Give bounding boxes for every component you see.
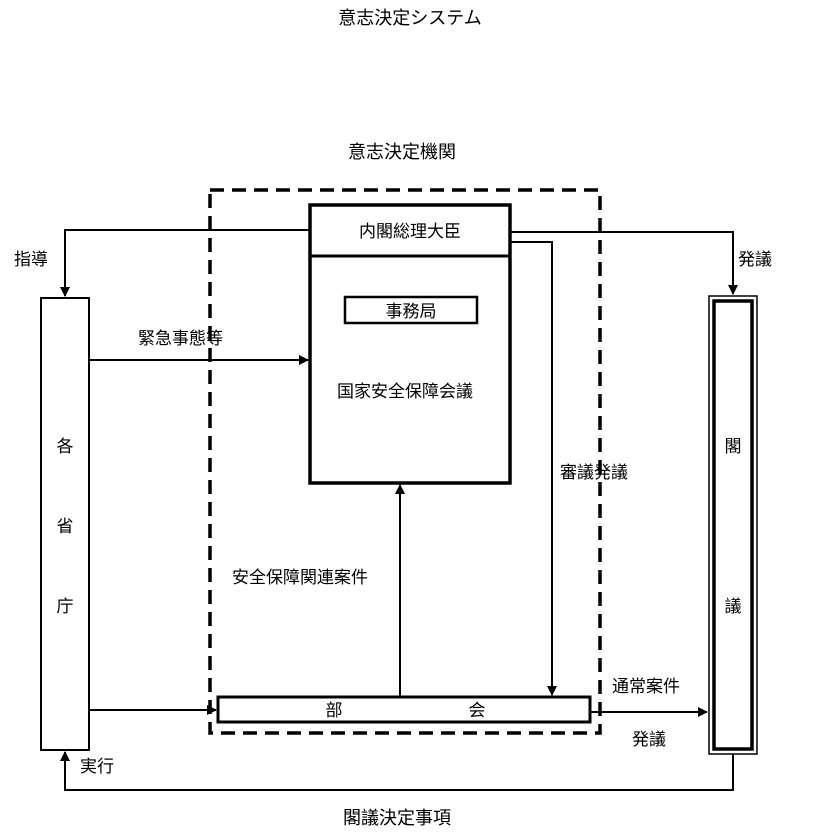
cabinet-char-2: 議 xyxy=(725,597,742,617)
label-proposal-bottom: 発議 xyxy=(632,730,666,750)
cabinet-char-1: 閣 xyxy=(725,437,742,457)
label-proposal-top: 発議 xyxy=(738,250,772,270)
label-emergency: 緊急事態等 xyxy=(138,329,223,349)
secretariat-box xyxy=(343,295,479,325)
bukai-char-2: 会 xyxy=(469,701,486,721)
organ-title: 意志決定機関 xyxy=(348,142,456,163)
label-execution: 実行 xyxy=(80,757,114,777)
bukai-box xyxy=(216,695,592,724)
nsc-label: 国家安全保障会議 xyxy=(337,382,473,402)
decision-organ-boundary xyxy=(208,188,602,735)
arrow-deliberation xyxy=(510,241,557,696)
cabinet-box-outer xyxy=(708,295,758,755)
label-security-matters: 安全保障関連案件 xyxy=(232,568,368,588)
label-regular-matters: 通常案件 xyxy=(612,677,680,697)
label-deliberation: 審議発議 xyxy=(560,463,628,483)
secretariat-label: 事務局 xyxy=(386,302,437,322)
prime-minister-label: 内閣総理大臣 xyxy=(359,222,461,242)
bukai-char-1: 部 xyxy=(326,701,343,721)
ministries-box xyxy=(40,297,90,751)
ministries-char-1: 各 xyxy=(57,437,74,457)
label-guidance: 指導 xyxy=(14,250,48,270)
label-cabinet-decision: 閣議決定事項 xyxy=(343,808,451,829)
ministries-char-3: 庁 xyxy=(57,597,74,617)
diagram-title: 意志決定システム xyxy=(338,8,481,29)
nsc-box xyxy=(308,203,512,485)
arrow-execution xyxy=(60,751,734,791)
arrow-guidance xyxy=(60,229,310,297)
cabinet-box-inner xyxy=(712,299,754,751)
arrow-proposal-cabinet xyxy=(510,231,738,295)
ministries-char-2: 省 xyxy=(57,517,74,537)
